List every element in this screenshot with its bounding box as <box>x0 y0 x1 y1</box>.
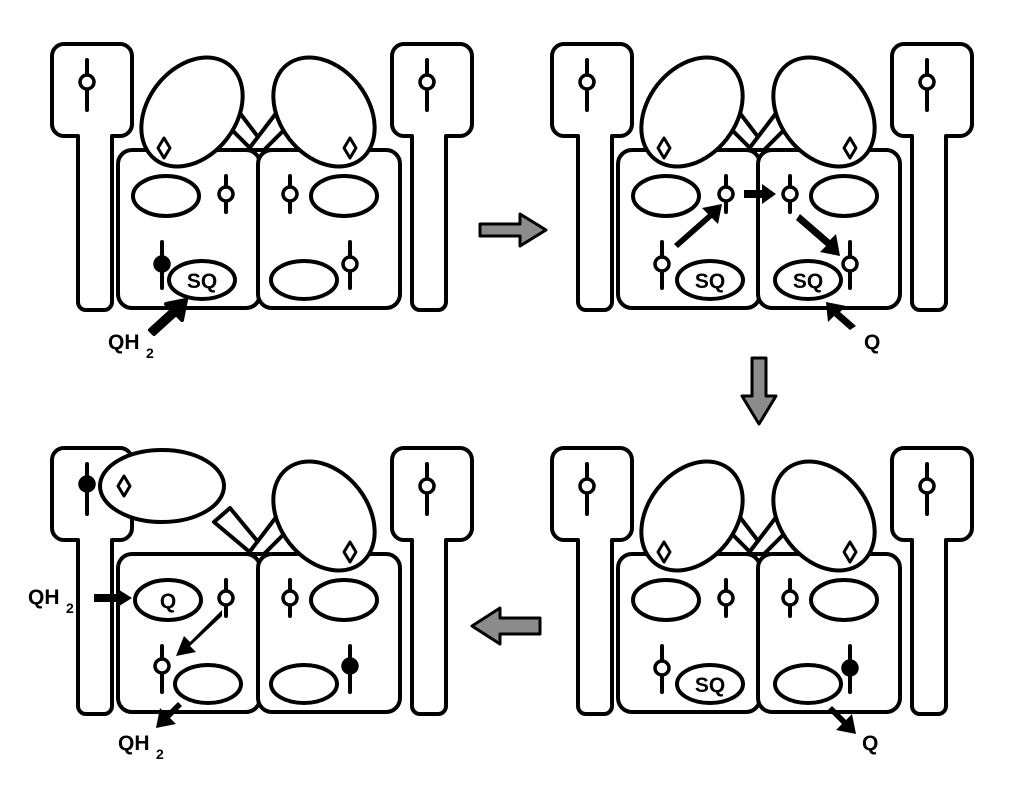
site-left-label: SQ <box>695 674 725 697</box>
cyt-c1-right <box>890 42 974 312</box>
fes-cluster-left-icon <box>116 474 132 498</box>
qh2-in-label: QH <box>28 586 60 609</box>
heme-bl-right-icon <box>281 185 299 203</box>
heme-bh-right-icon <box>841 255 859 273</box>
cyt-c1-right <box>390 446 474 716</box>
cyt-c1-right <box>390 42 474 312</box>
qi-site-left <box>675 259 745 301</box>
heme-bh-right-icon <box>341 657 359 675</box>
qh2-out-label: QH <box>118 732 150 755</box>
isp-head-left <box>639 55 745 169</box>
q-label: Q <box>864 331 880 354</box>
heme-bh-left-icon <box>153 255 171 273</box>
transition-down-arrow-icon <box>740 356 778 426</box>
qo-site-left <box>131 174 201 218</box>
heme-c1-left-icon <box>578 73 596 91</box>
heme-c1-left-icon <box>578 477 596 495</box>
heme-bl-left-icon <box>717 589 735 607</box>
qo-site-left <box>631 174 701 218</box>
electron-arrow-icon <box>176 610 222 656</box>
qo-site-right <box>309 174 379 218</box>
site-right-label: SQ <box>793 270 823 293</box>
heme-bh-left-icon <box>153 657 171 675</box>
qo-site-left <box>631 578 701 622</box>
heme-c1-right-icon <box>418 73 436 91</box>
isp-head-left <box>98 448 226 524</box>
heme-c1-right-icon <box>418 477 436 495</box>
cyt-c1-left <box>50 42 134 312</box>
heme-bh-left-icon <box>653 659 671 677</box>
qo-site-right <box>809 174 879 218</box>
q-in-arrow-icon <box>826 302 856 330</box>
fes-cluster-right-icon <box>842 540 858 564</box>
heme-bl-right-icon <box>781 185 799 203</box>
heme-bl-left-icon <box>217 589 235 607</box>
qi-site-left <box>675 663 745 705</box>
qo-site-left <box>133 578 203 622</box>
panel-4: SQ Q <box>550 446 974 755</box>
fes-cluster-right-icon <box>842 136 858 160</box>
heme-bl-right-icon <box>781 589 799 607</box>
heme-c1-left-icon <box>78 475 96 493</box>
qi-site-left <box>167 259 237 301</box>
q-label: Q <box>862 732 878 755</box>
panel-2: SQ SQ Q <box>550 42 974 354</box>
site-left-label: Q <box>160 590 176 613</box>
heme-bl-left-icon <box>717 185 735 203</box>
heme-bl-right-icon <box>281 589 299 607</box>
heme-c1-right-icon <box>918 73 936 91</box>
transition-left-arrow-icon <box>470 606 542 646</box>
qi-site-right <box>773 259 843 301</box>
heme-c1-right-icon <box>918 477 936 495</box>
cyt-c1-right <box>890 446 974 716</box>
qi-site-right <box>269 259 339 301</box>
isp-head-left <box>139 55 245 169</box>
qh2-out-arrow-icon <box>156 702 182 728</box>
panel-1: SQ QH 2 <box>50 42 474 361</box>
heme-bh-right-icon <box>841 659 859 677</box>
fes-cluster-right-icon <box>342 136 358 160</box>
svg-text:2: 2 <box>156 746 164 762</box>
electron-arrow-icon <box>744 184 776 204</box>
fes-cluster-left-icon <box>656 540 672 564</box>
q-out-arrow-icon <box>828 706 856 734</box>
svg-text:2: 2 <box>146 345 154 361</box>
heme-bh-left-icon <box>653 255 671 273</box>
fes-cluster-left-icon <box>156 136 172 160</box>
panel-3: Q QH 2 QH 2 <box>28 446 474 762</box>
site-left-label: SQ <box>187 270 217 293</box>
electron-arrow-icon <box>674 204 722 248</box>
svg-text:2: 2 <box>66 600 74 616</box>
electron-arrow-icon <box>796 214 840 256</box>
cyt-c1-left <box>550 42 634 312</box>
transition-right-arrow-icon <box>478 212 548 248</box>
fes-cluster-right-icon <box>342 540 358 564</box>
qo-site-right <box>309 578 379 622</box>
site-left-label: SQ <box>695 270 725 293</box>
qi-site-left <box>173 663 243 705</box>
qi-site-right <box>773 663 843 705</box>
heme-c1-left-icon <box>78 73 96 91</box>
heme-bh-right-icon <box>341 255 359 273</box>
qh2-in-arrow-icon <box>94 588 132 608</box>
isp-head-left <box>639 459 745 573</box>
qi-site-right <box>269 663 339 705</box>
qh2-in-arrow-icon <box>148 298 188 336</box>
heme-bl-left-icon <box>217 185 235 203</box>
qh2-label: QH <box>108 331 140 354</box>
cyt-c1-left <box>550 446 634 716</box>
qo-site-right <box>809 578 879 622</box>
fes-cluster-left-icon <box>656 136 672 160</box>
